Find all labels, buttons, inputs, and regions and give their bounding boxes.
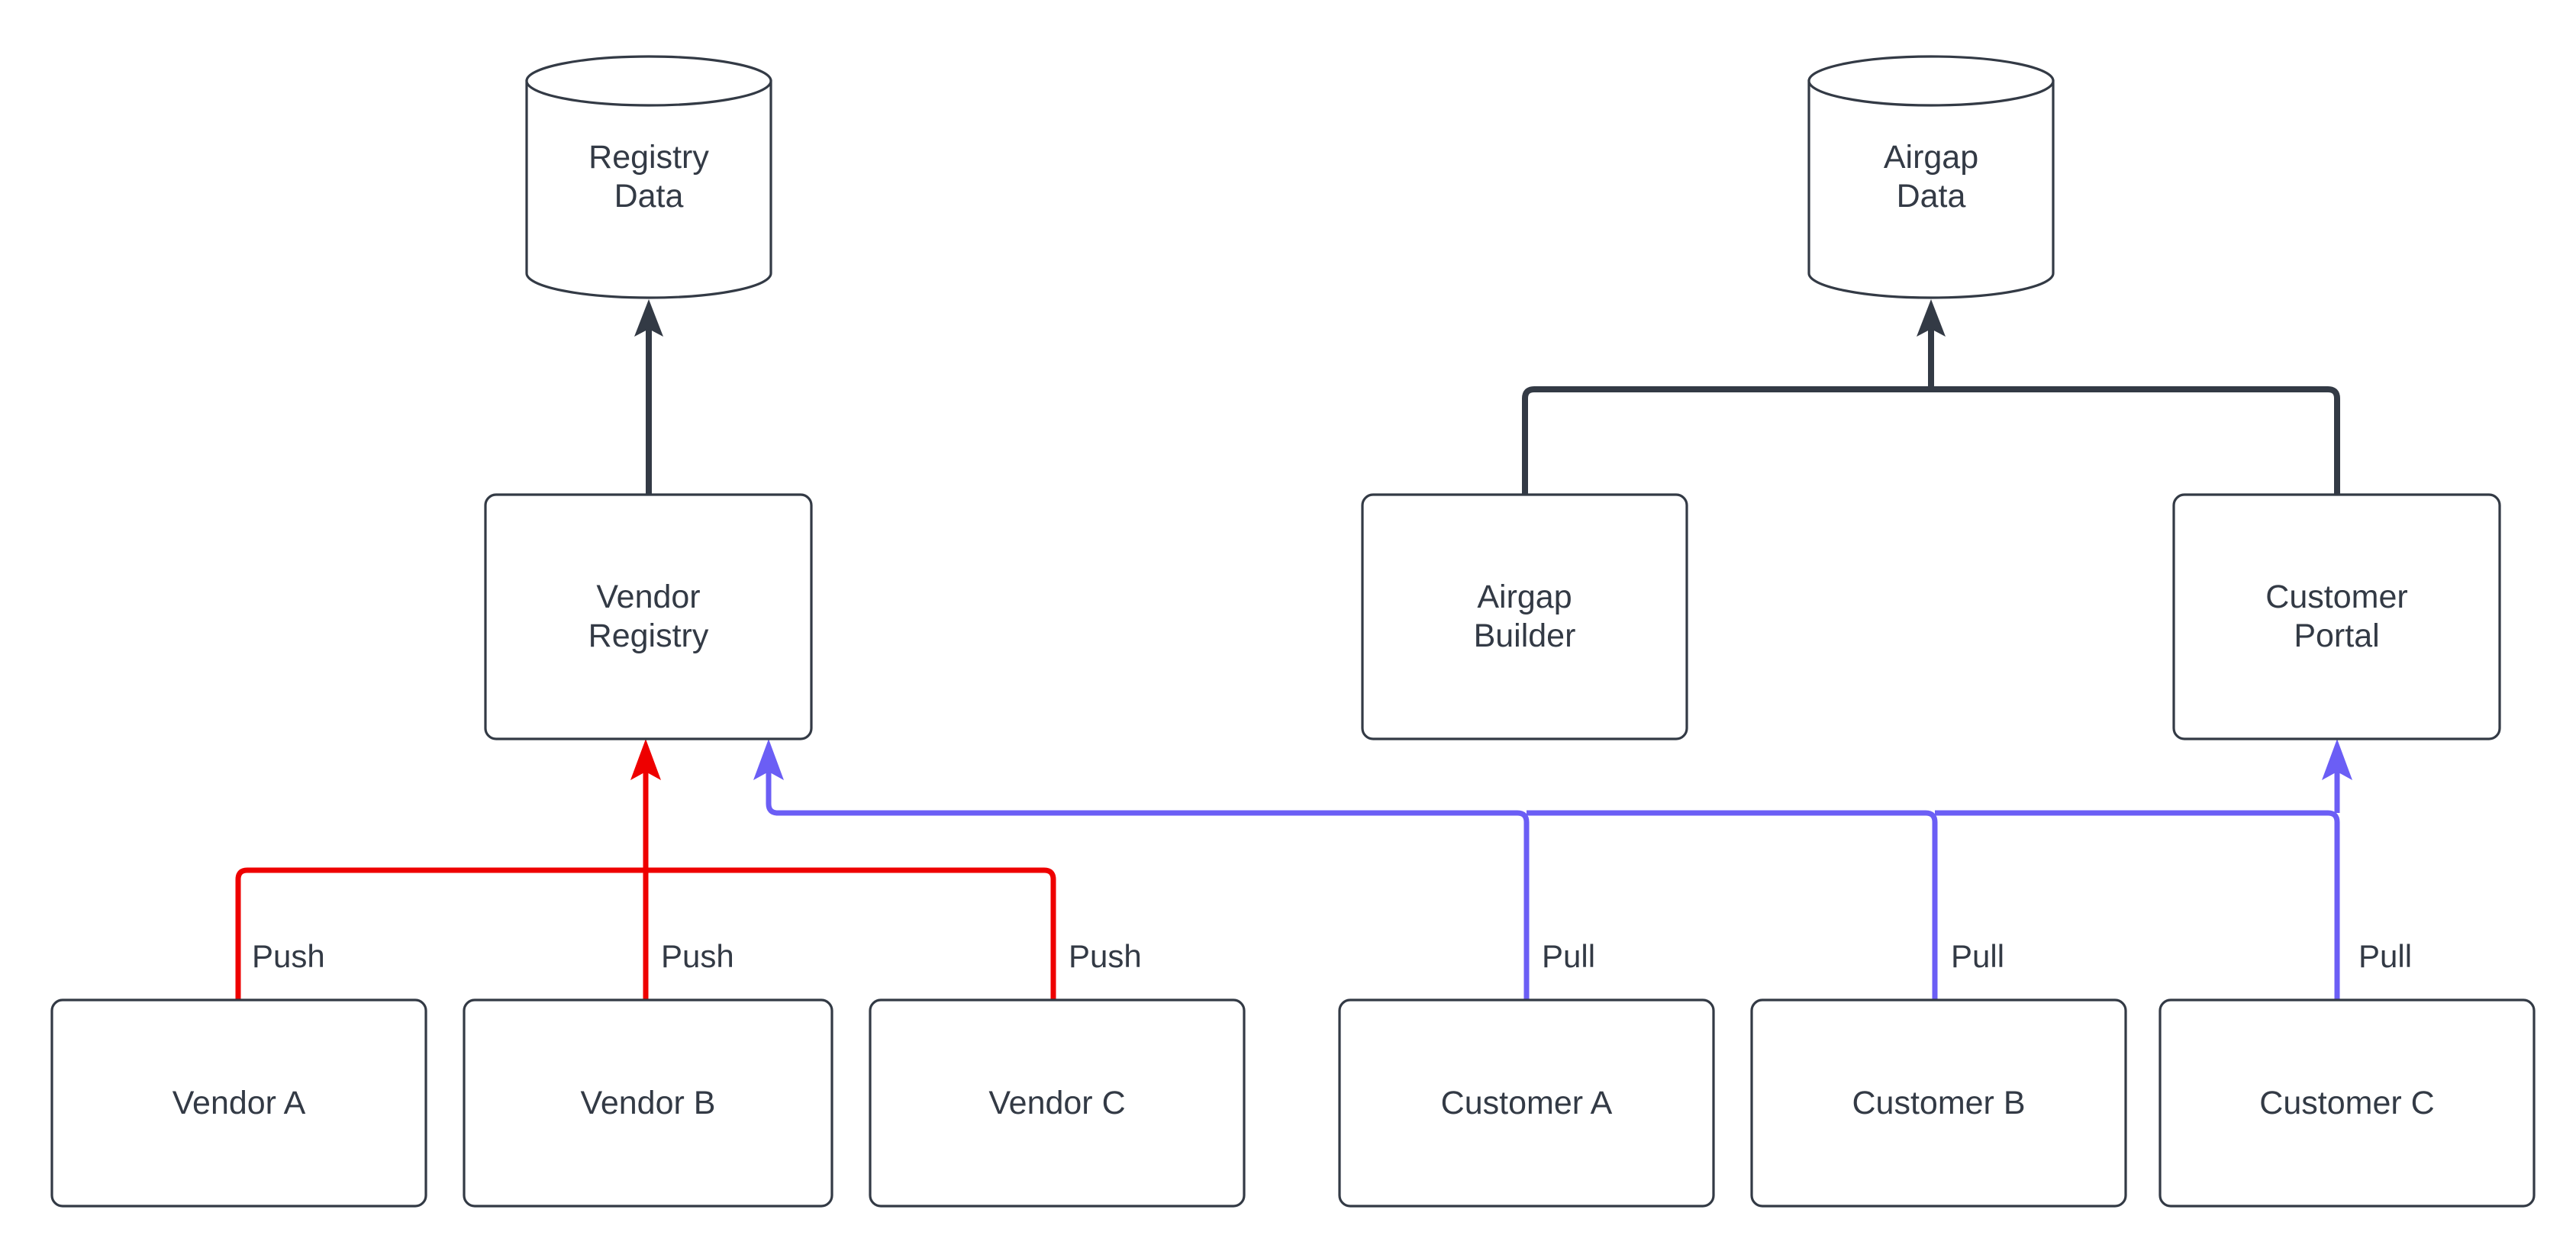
edge-airgap-data-arrowhead <box>1917 299 1946 389</box>
datastore-airgap-data[interactable] <box>1807 55 2055 299</box>
edge-vendor-c-push <box>646 867 1056 1000</box>
actor-vendor-b[interactable] <box>463 998 833 1208</box>
edge-label-pull-customer-c: Pull <box>2358 938 2413 974</box>
actor-customer-c[interactable] <box>2158 998 2536 1208</box>
service-customer-portal[interactable] <box>2172 493 2501 740</box>
edge-vendor-b-push <box>630 739 661 1000</box>
edge-label-push-vendor-a: Push <box>252 938 325 974</box>
edge-airgap-builder-to-airgap-data <box>1522 386 1931 495</box>
edge-vendor-a-push <box>235 867 646 1000</box>
edge-customer-a-pull <box>753 739 1530 1000</box>
datastore-registry-data[interactable] <box>525 55 772 299</box>
actor-vendor-a[interactable] <box>50 998 427 1208</box>
edge-vendor-registry-to-registry-data <box>634 299 663 495</box>
actor-vendor-c[interactable] <box>869 998 1246 1208</box>
service-vendor-registry[interactable] <box>484 493 813 740</box>
edge-label-push-vendor-c: Push <box>1069 938 1142 974</box>
actor-customer-a[interactable] <box>1338 998 1715 1208</box>
actor-customer-b[interactable] <box>1750 998 2127 1208</box>
edge-label-pull-customer-b: Pull <box>1951 938 2005 974</box>
edge-label-push-vendor-b: Push <box>661 938 734 974</box>
edge-customer-portal-to-airgap-data <box>1931 386 2340 495</box>
edge-customer-b-pull <box>1527 810 1938 1000</box>
edge-label-pull-customer-a: Pull <box>1542 938 1596 974</box>
edge-customer-c-pull <box>1935 739 2352 1000</box>
service-airgap-builder[interactable] <box>1361 493 1688 740</box>
